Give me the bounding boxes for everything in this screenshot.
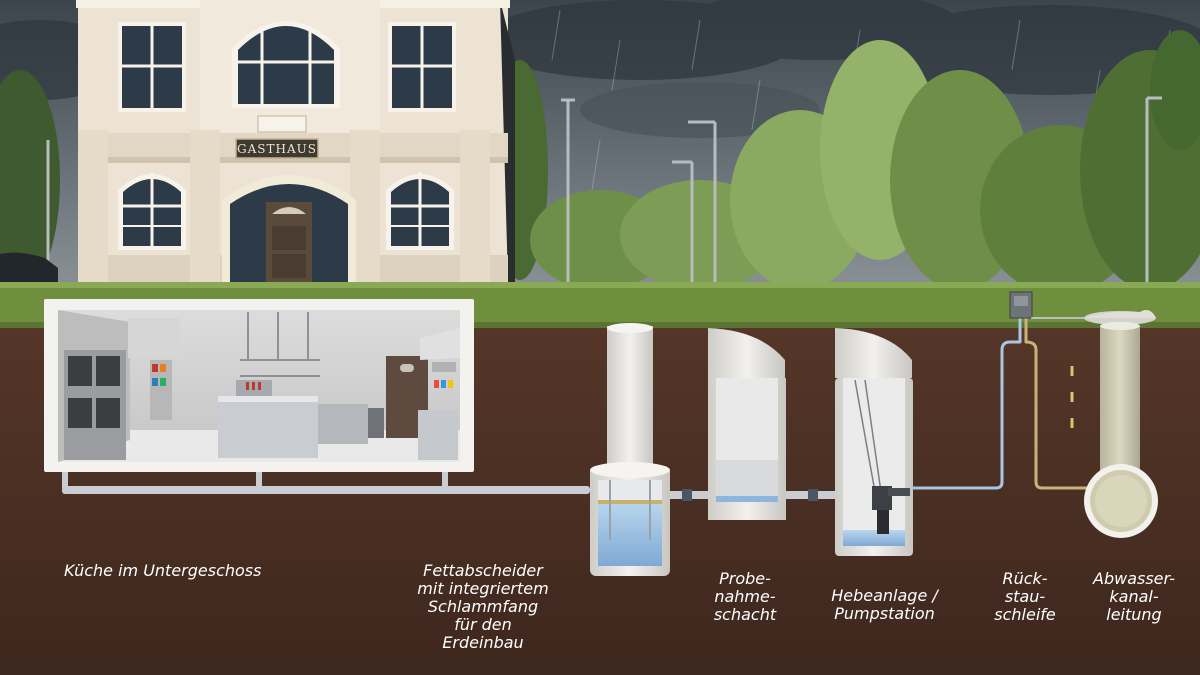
sewer-line xyxy=(1070,310,1158,538)
building: GASTHAUS xyxy=(76,0,515,282)
gasthaus-sign xyxy=(235,138,319,159)
kitchen-cutaway xyxy=(44,299,474,472)
street-lamps xyxy=(46,96,1162,282)
label-grease-separator: Fettabscheider mit integriertem Schlammf… xyxy=(417,561,549,652)
pump-station xyxy=(835,328,913,556)
label-kitchen: Küche im Untergeschoss xyxy=(64,561,262,580)
grease-separator xyxy=(590,323,670,576)
car xyxy=(0,252,58,282)
backflow-loop xyxy=(910,291,1092,490)
label-sampling-shaft: Probe- nahme- schacht xyxy=(713,569,777,624)
label-pump-station: Hebeanlage / Pumpstation xyxy=(831,586,938,623)
label-sewer-line: Abwasser- kanal- leitung xyxy=(1093,569,1175,624)
label-backflow-loop: Rück- stau- schleife xyxy=(994,569,1056,624)
sampling-shaft xyxy=(708,328,786,520)
drain-pipe xyxy=(62,472,836,501)
gasthaus-sign-text: GASTHAUS xyxy=(237,142,317,156)
